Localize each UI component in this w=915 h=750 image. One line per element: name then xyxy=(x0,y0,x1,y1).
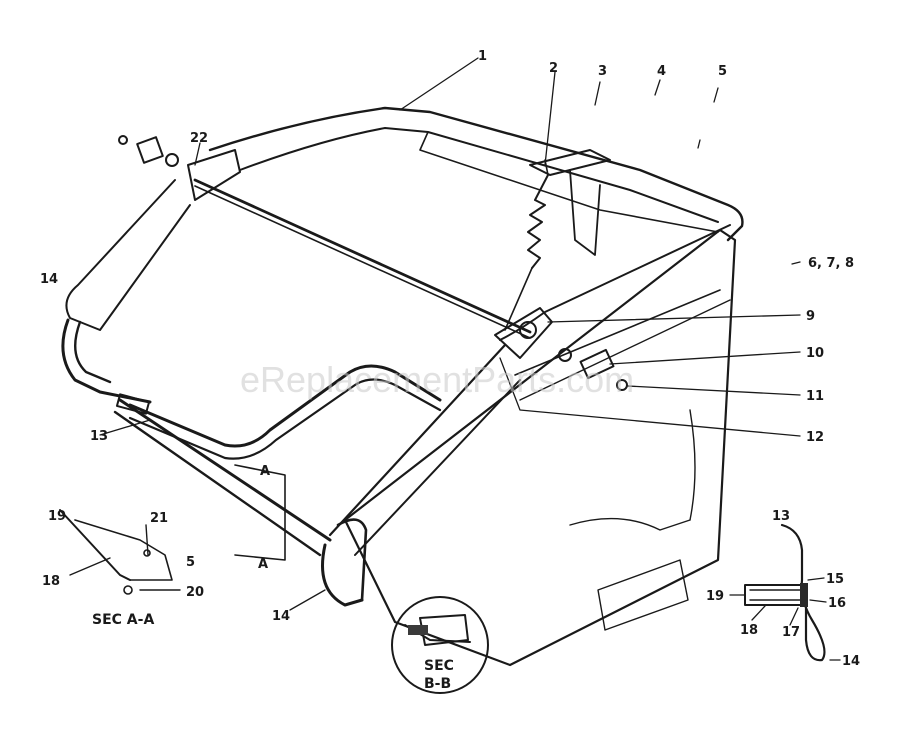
section-a-a-labels: 19 21 5 18 20 SEC A-A xyxy=(42,509,204,628)
callout-12: 12 xyxy=(806,430,824,445)
section-a-a-title: SEC A-A xyxy=(92,612,154,628)
callout-18-detail: 18 xyxy=(740,623,758,638)
leader-lines xyxy=(99,57,801,611)
callout-13-detail: 13 xyxy=(772,509,790,524)
callout-19-detail: 19 xyxy=(706,589,724,604)
callout-15-detail: 15 xyxy=(826,572,844,587)
callout-3: 3 xyxy=(598,64,607,79)
callout-14-left: 14 xyxy=(40,272,58,287)
callout-6-7-8: 6, 7, 8 xyxy=(808,256,854,271)
callout-5: 5 xyxy=(718,64,727,79)
callout-13: 13 xyxy=(90,429,108,444)
callout-11: 11 xyxy=(806,389,824,404)
callout-14-bottom: 14 xyxy=(272,609,290,624)
section-b-b-labels: SEC B-B xyxy=(424,658,454,692)
bag-frame xyxy=(61,135,628,607)
callout-17-detail: 17 xyxy=(782,625,800,640)
callout-21-sec-a: 21 xyxy=(150,511,168,526)
watermark-text: eReplacementParts.com xyxy=(240,359,634,400)
callout-22: 22 xyxy=(190,131,208,146)
section-mark-a-bottom: A xyxy=(258,557,268,572)
grass-bag-body xyxy=(65,106,744,667)
section-mark-a-top: A xyxy=(260,464,270,479)
latch-detail-labels: 13 15 16 19 18 17 14 xyxy=(706,509,860,669)
callout-5-sec-a: 5 xyxy=(186,555,195,570)
callout-18-sec-a: 18 xyxy=(42,574,60,589)
section-b-b-title-line2: B-B xyxy=(424,676,451,692)
callout-2: 2 xyxy=(549,61,558,76)
callout-9: 9 xyxy=(806,309,815,324)
section-a-a-detail xyxy=(59,509,181,595)
callout-20-sec-a: 20 xyxy=(186,585,204,600)
callout-14-detail: 14 xyxy=(842,654,860,669)
callout-19-sec-a: 19 xyxy=(48,509,66,524)
callout-4: 4 xyxy=(657,64,666,79)
section-b-b-title-line1: SEC xyxy=(424,658,454,674)
callout-16-detail: 16 xyxy=(828,596,846,611)
callout-1: 1 xyxy=(478,49,487,64)
callout-10: 10 xyxy=(806,346,824,361)
latch-detail xyxy=(729,523,841,662)
callout-labels: 1 2 3 4 5 6, 7, 8 9 10 11 12 13 14 14 22… xyxy=(40,49,854,624)
section-b-b-detail xyxy=(391,596,489,694)
